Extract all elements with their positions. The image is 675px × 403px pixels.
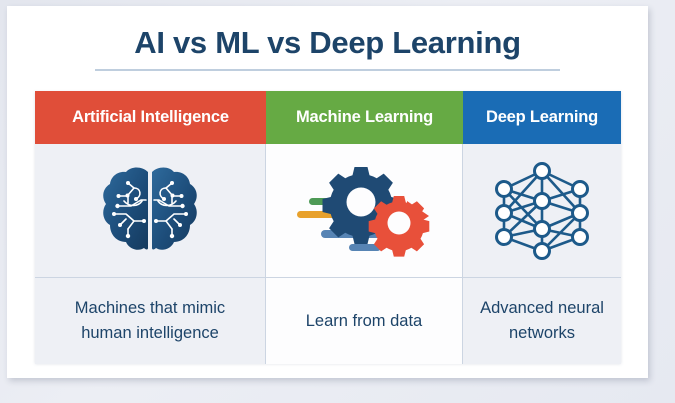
icon-cell-deep-learning [463, 144, 621, 277]
description-text: Advanced neural networks [480, 299, 604, 342]
title-block: AI vs ML vs Deep Learning [7, 24, 648, 62]
neural-network-icon [463, 161, 621, 261]
description-text: Machines that mimic human intelligence [74, 299, 226, 342]
title-underline [95, 69, 560, 71]
icon-cell-machine-learning [266, 144, 463, 277]
speed-line-blue-2 [349, 243, 381, 251]
brain-circuit-icon [35, 163, 265, 259]
column-header-label: Deep Learning [485, 108, 598, 126]
table-header-row: Artificial Intelligence Machine Learning… [35, 91, 621, 144]
page-title: AI vs ML vs Deep Learning [134, 25, 521, 60]
description-cell-artificial-intelligence: Machines that mimic human intelligence [35, 278, 266, 364]
table-description-row: Machines that mimic human intelligence L… [35, 277, 621, 364]
comparison-table: Artificial Intelligence Machine Learning… [35, 91, 621, 364]
icon-cell-artificial-intelligence [35, 144, 266, 277]
column-header-label: Artificial Intelligence [72, 108, 229, 126]
column-header-deep-learning[interactable]: Deep Learning [463, 91, 621, 144]
gears-icon [266, 161, 462, 261]
table-icon-row [35, 144, 621, 277]
description-cell-deep-learning: Advanced neural networks [463, 278, 621, 364]
description-cell-machine-learning: Learn from data [266, 278, 463, 364]
column-header-artificial-intelligence[interactable]: Artificial Intelligence [35, 91, 266, 144]
column-header-label: Machine Learning [295, 108, 434, 126]
description-text: Learn from data [305, 311, 423, 330]
infographic-card: AI vs ML vs Deep Learning Artificial Int… [7, 6, 648, 378]
gear-red [368, 195, 430, 257]
column-header-machine-learning[interactable]: Machine Learning [266, 91, 463, 144]
